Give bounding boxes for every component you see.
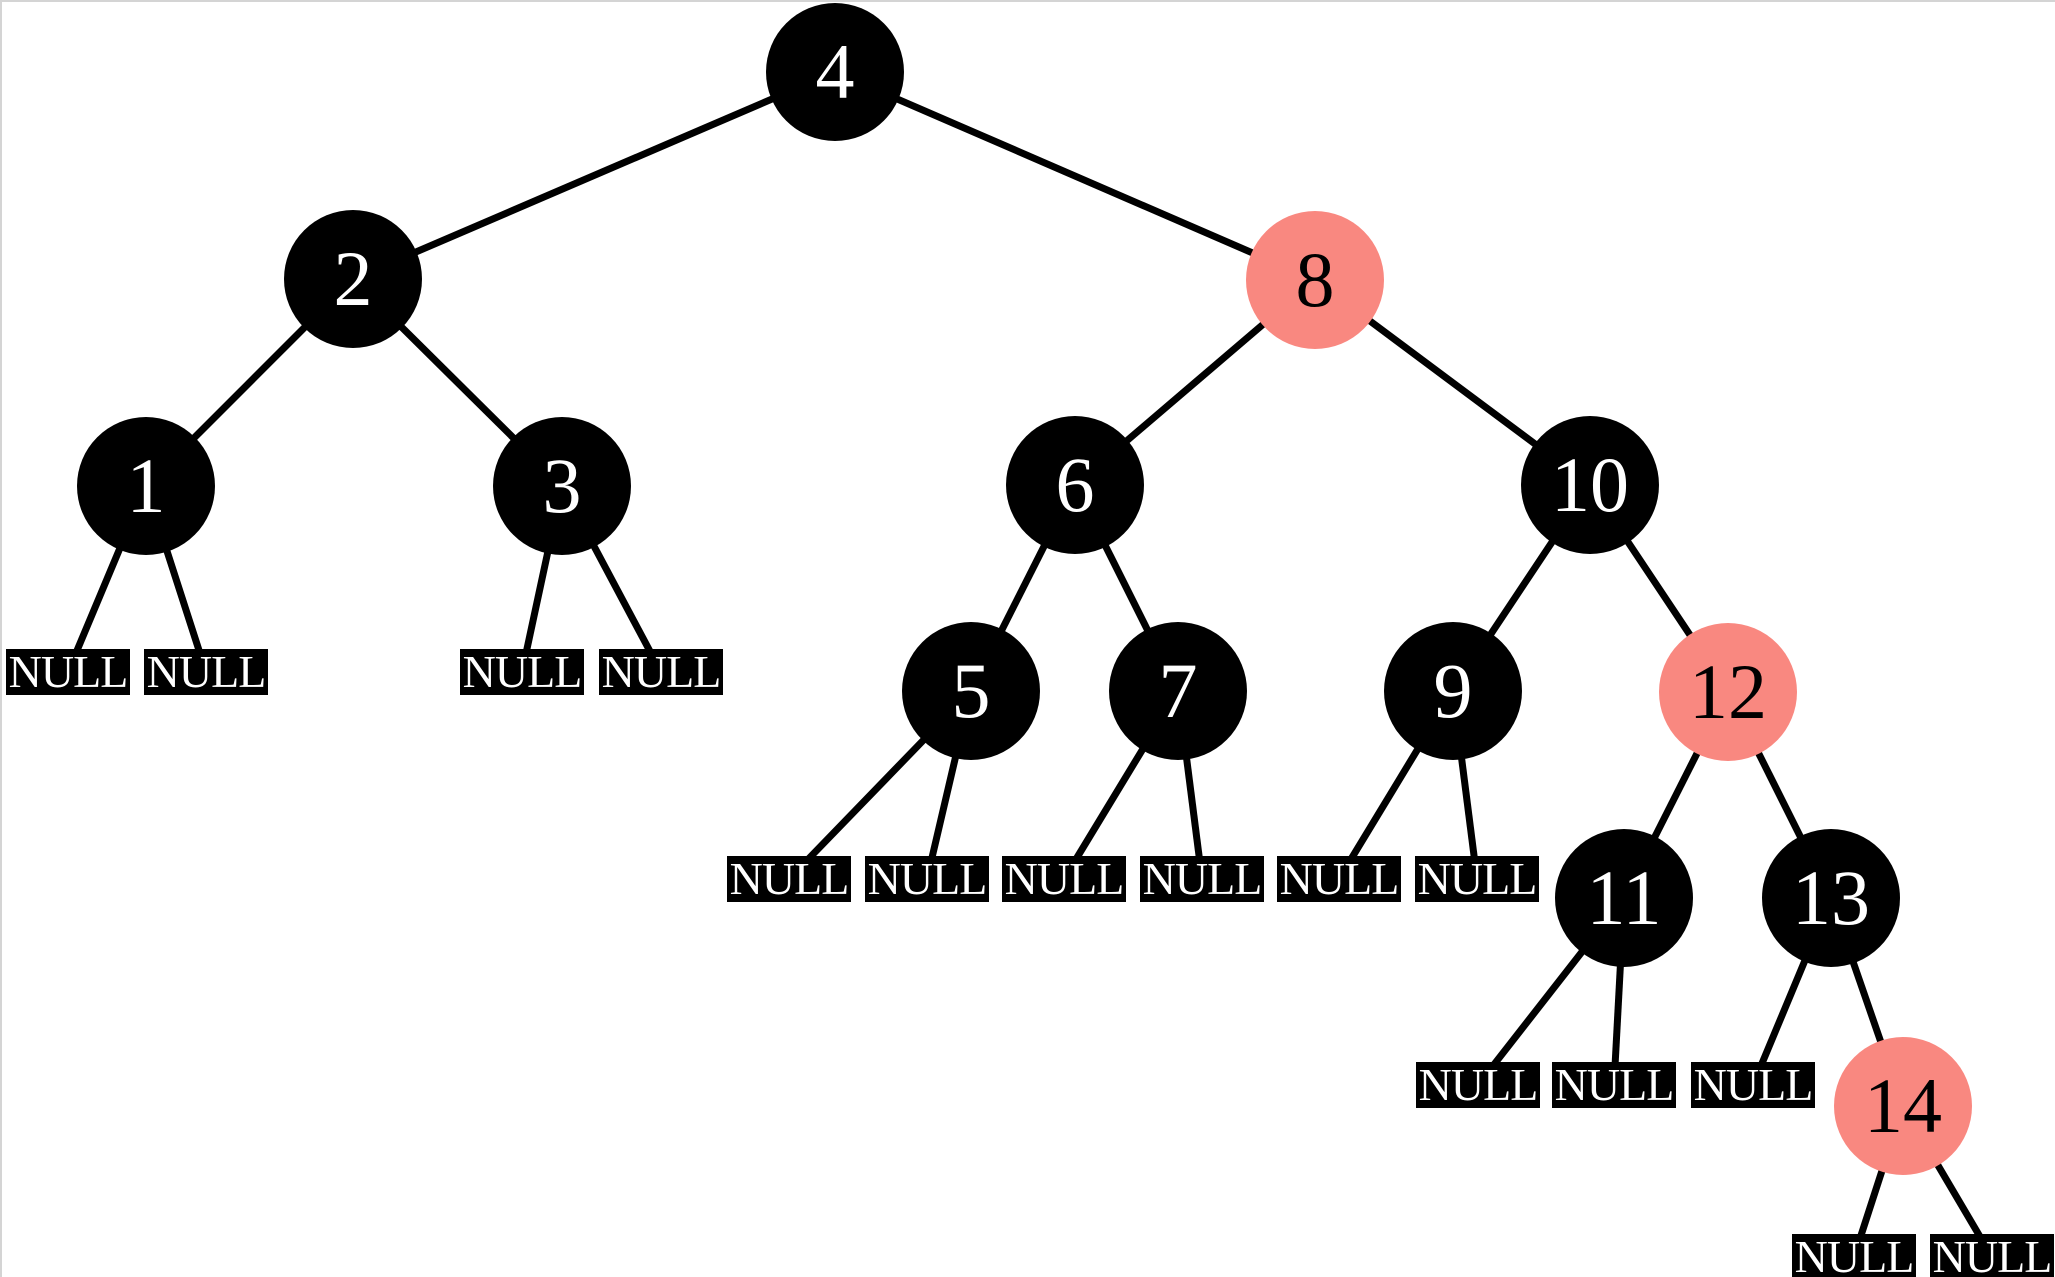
tree-node-4: 4: [766, 3, 904, 141]
null-leaf-label: NULL: [867, 853, 988, 904]
tree-node-9: 9: [1384, 622, 1522, 760]
null-leaf-label: NULL: [1794, 1231, 1915, 1277]
null-leaf: NULL: [1002, 856, 1126, 902]
tree-node-label: 8: [1295, 236, 1335, 323]
tree-node-label: 12: [1689, 648, 1767, 735]
null-leaf-label: NULL: [1417, 853, 1538, 904]
tree-node-13: 13: [1762, 829, 1900, 967]
null-leaf: NULL: [144, 649, 268, 695]
null-leaf: NULL: [1552, 1062, 1676, 1108]
null-leaf: NULL: [1416, 1062, 1540, 1108]
null-leaf: NULL: [460, 649, 584, 695]
tree-node-label: 9: [1433, 647, 1473, 734]
tree-node-label: 10: [1551, 441, 1629, 528]
null-leaf-label: NULL: [462, 646, 583, 697]
null-leaf-label: NULL: [8, 646, 129, 697]
null-leaf: NULL: [1691, 1062, 1815, 1108]
tree-node-14: 14: [1834, 1037, 1972, 1175]
tree-node-label: 4: [815, 28, 855, 115]
null-leaf: NULL: [1277, 856, 1401, 902]
null-leaf: NULL: [1792, 1234, 1916, 1277]
null-leaf-label: NULL: [1693, 1059, 1814, 1110]
null-leaf: NULL: [1140, 856, 1264, 902]
tree-node-label: 7: [1158, 647, 1198, 734]
null-leaf-label: NULL: [601, 646, 722, 697]
null-leaf-label: NULL: [729, 853, 850, 904]
null-leaf-label: NULL: [1279, 853, 1400, 904]
tree-node-label: 3: [542, 442, 582, 529]
tree-node-8: 8: [1246, 211, 1384, 349]
null-leaf: NULL: [727, 856, 851, 902]
tree-node-1: 1: [77, 417, 215, 555]
null-leaf-label: NULL: [146, 646, 267, 697]
tree-node-label: 5: [951, 647, 991, 734]
null-leaf-label: NULL: [1142, 853, 1263, 904]
tree-node-7: 7: [1109, 622, 1247, 760]
null-leaf-label: NULL: [1418, 1059, 1539, 1110]
tree-node-label: 1: [126, 442, 166, 529]
null-leaf: NULL: [865, 856, 989, 902]
null-leaf-label: NULL: [1004, 853, 1125, 904]
null-leaf: NULL: [1415, 856, 1539, 902]
null-leaf: NULL: [599, 649, 723, 695]
null-leaf-label: NULL: [1554, 1059, 1675, 1110]
tree-node-5: 5: [902, 622, 1040, 760]
tree-node-10: 10: [1521, 416, 1659, 554]
tree-node-3: 3: [493, 417, 631, 555]
tree-edge-4-8: [833, 68, 1317, 284]
tree-node-label: 6: [1055, 441, 1095, 528]
tree-node-12: 12: [1659, 623, 1797, 761]
tree-edge-4-2: [351, 68, 837, 283]
null-leaf: NULL: [1930, 1234, 2054, 1277]
tree-node-11: 11: [1555, 829, 1693, 967]
tree-node-6: 6: [1006, 416, 1144, 554]
tree-node-label: 14: [1864, 1062, 1942, 1149]
null-leaf: NULL: [6, 649, 130, 695]
tree-node-label: 11: [1586, 854, 1662, 941]
tree-node-2: 2: [284, 210, 422, 348]
tree-node-label: 13: [1792, 854, 1870, 941]
null-leaf-label: NULL: [1932, 1231, 2053, 1277]
tree-node-label: 2: [333, 235, 373, 322]
